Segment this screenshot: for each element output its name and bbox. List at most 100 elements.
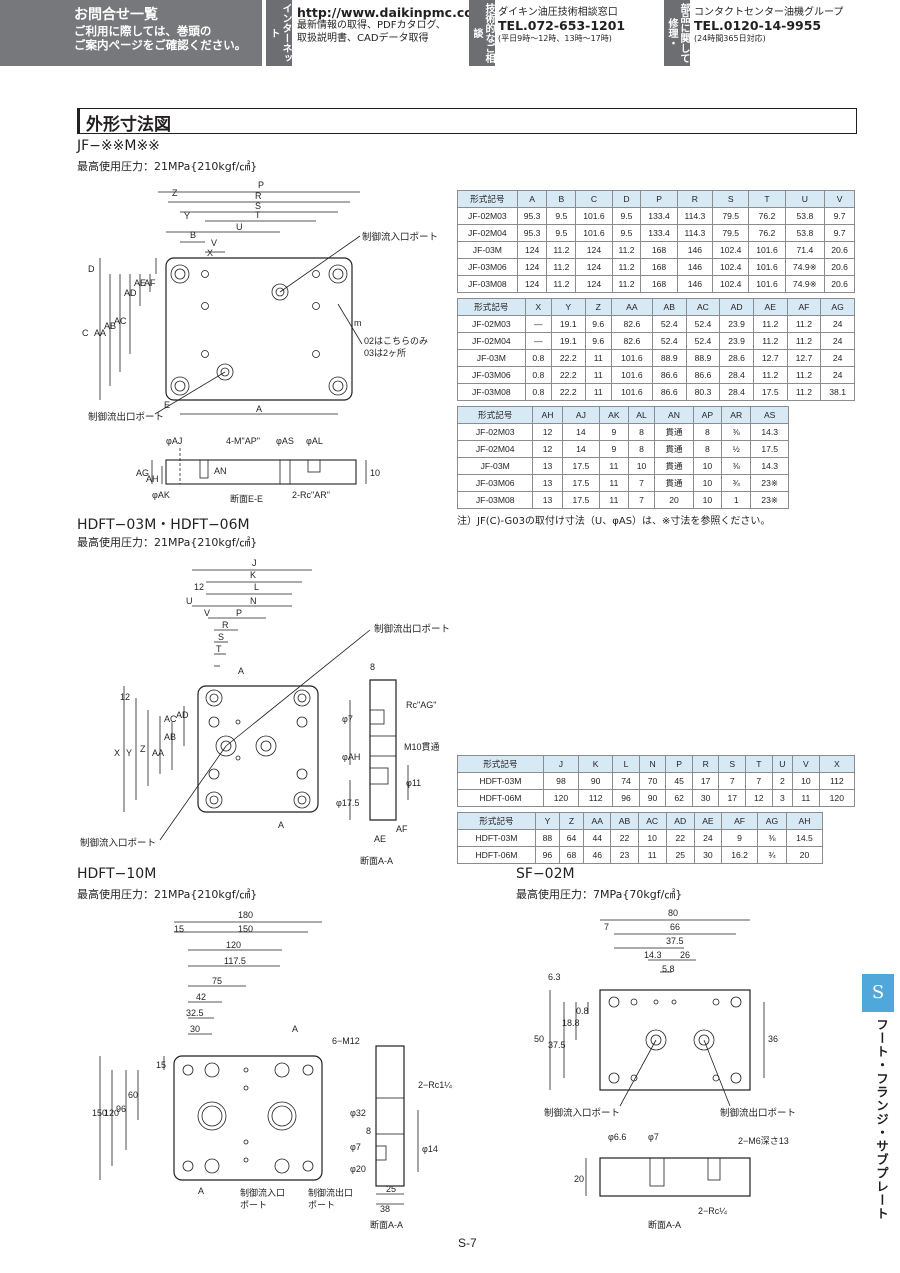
jf-t3-cell: JF-02M04 <box>456 440 534 458</box>
jf-t2-cell: 11.2 <box>752 332 788 350</box>
jf-t1-cell: 124 <box>575 258 613 276</box>
jf-t2-cell: 86.6 <box>651 383 687 401</box>
jf-t2-cell: AA <box>610 298 653 316</box>
jf-t2-cell: 52.4 <box>685 332 721 350</box>
hdft10-d180: 180 <box>238 910 253 920</box>
jf-t3-cell: 10 <box>692 474 723 492</box>
tech-info: ダイキン油圧技術相談窓口 TEL.072-653-1201 (平日9時〜12時、… <box>498 6 625 45</box>
jf-t3-cell: 10 <box>692 491 723 509</box>
hdft-m10: M10貫通 <box>404 742 440 752</box>
hdft10-d30: 30 <box>190 1024 200 1034</box>
jf-t1-cell: 76.2 <box>748 224 786 242</box>
jf-t2-cell: 80.3 <box>685 383 721 401</box>
hdft-t2-cell: 46 <box>583 846 612 864</box>
jf-t1-cell: JF-02M04 <box>457 224 518 242</box>
jf-t1-cell: 101.6 <box>748 275 786 293</box>
hdft-t1-cell: T <box>745 755 773 773</box>
hdft-t1-cell: K <box>578 755 614 773</box>
hdft-phi-175: φ17.5 <box>336 798 359 808</box>
jf-dim-ac: AC <box>114 316 127 326</box>
jf-section-label: 断面E-E <box>230 493 263 504</box>
jf-t3-cell: 8 <box>627 440 656 458</box>
jf-t1-cell: 124 <box>516 258 548 276</box>
jf-t2-cell: 11 <box>584 366 612 384</box>
jf-t2-cell: 19.1 <box>550 332 586 350</box>
sf-v63: 6.3 <box>548 972 561 982</box>
hdft10-d15: 15 <box>174 924 184 934</box>
hdft10-model: HDFT−10M <box>77 866 157 882</box>
jf-t2-cell: 12.7 <box>752 349 788 367</box>
jf-t3-cell: 貫通 <box>654 423 694 441</box>
hdft-t2-cell: 88 <box>534 829 561 847</box>
hdft-dim-12: 12 <box>194 582 204 592</box>
jf-t3-cell: AR <box>721 406 752 424</box>
hdft-dim-n: N <box>250 596 257 606</box>
sf-model: SF−02M <box>516 866 575 882</box>
sf-phi66: φ6.6 <box>608 1132 626 1142</box>
hdft-dim-r: R <box>222 620 229 630</box>
hdft-dim-a-bottom: A <box>278 820 284 830</box>
tech-hours: (平日9時〜12時、13時〜17時) <box>498 34 612 43</box>
hdft-section-label: 断面A-A <box>360 855 393 866</box>
hdft-dim-ad: AD <box>176 710 189 720</box>
jf-t3-cell: ⅜ <box>721 423 752 441</box>
hdft-t2-cell: 30 <box>693 846 723 864</box>
sf-d80: 80 <box>668 908 678 918</box>
sf-rc: 2−Rc¼ <box>698 1206 727 1216</box>
hdft-t2-cell: 9 <box>721 829 759 847</box>
hdft10-d8: 8 <box>366 1126 371 1136</box>
hdft-drawing: J K L 12 U N V P R S T A 12 X Y Z AA AB … <box>80 558 450 866</box>
section-tab[interactable]: S <box>862 974 894 1012</box>
jf-t1-cell: JF-03M06 <box>457 258 518 276</box>
jf-t1-cell: 124 <box>575 275 613 293</box>
hdft-dim-y: Y <box>126 748 132 758</box>
jf-dim-s: S <box>255 201 261 211</box>
hdft-dim-x: X <box>114 748 120 758</box>
jf-t1-cell: 168 <box>640 241 678 259</box>
website-url[interactable]: http://www.daikinpmc.com <box>297 5 486 20</box>
jf-t1-cell: R <box>676 190 714 208</box>
parts-tag: 部品に関して修理・ <box>664 0 690 66</box>
tech-name: ダイキン油圧技術相談窓口 <box>498 7 618 18</box>
hdft10-m12: 6−M12 <box>332 1036 360 1046</box>
hdft-plate-outline <box>197 685 319 813</box>
hdft-t2-cell: AB <box>610 812 639 830</box>
jf-t2-cell: 9.6 <box>584 315 612 333</box>
hdft-t1-cell: 62 <box>665 789 693 807</box>
jf-t2-cell: 11.2 <box>786 383 822 401</box>
hdft-t2-cell: HDFT-06M <box>457 846 536 864</box>
jf-t3-cell: AJ <box>561 406 601 424</box>
jf-dim-ah: AH <box>146 474 159 484</box>
hdft-t2-cell: 10 <box>637 829 667 847</box>
jf-t1-cell: 168 <box>640 258 678 276</box>
sf-phi7: φ7 <box>648 1132 659 1142</box>
parts-name: コンタクトセンター油機グループ <box>694 7 844 18</box>
jf-t2-cell: 22.2 <box>550 383 586 401</box>
jf-t3-cell: JF-03M06 <box>456 474 534 492</box>
jf-t2-cell: 9.6 <box>584 332 612 350</box>
jf-drawing: P R S T Z Y U B V X D C AA AB AC AD AE A… <box>82 180 438 504</box>
jf-t2-cell: 11 <box>584 383 612 401</box>
jf-t1-cell: 102.4 <box>712 258 750 276</box>
hdft-dim-8: 8 <box>370 662 375 672</box>
jf-t2-cell: 23.9 <box>719 332 754 350</box>
hdft-dim-s: S <box>218 632 224 642</box>
jf-t1-cell: 101.6 <box>748 258 786 276</box>
jf-t1-cell: 114.3 <box>676 224 714 242</box>
jf-dim-u: U <box>236 222 243 232</box>
hdft-t2-cell: ¾ <box>757 846 787 864</box>
jf-phi-al: φAL <box>306 436 323 446</box>
jf-t3-cell: 13 <box>532 474 563 492</box>
jf-dim-ae: AE <box>134 278 146 288</box>
jf-dim-a: A <box>256 404 262 414</box>
jf-t2-cell: 101.6 <box>610 366 653 384</box>
hdft10-a-bottom: A <box>198 1186 204 1196</box>
jf-t2-cell: JF-03M08 <box>457 383 526 401</box>
hdft10-d1175: 117.5 <box>224 956 246 966</box>
